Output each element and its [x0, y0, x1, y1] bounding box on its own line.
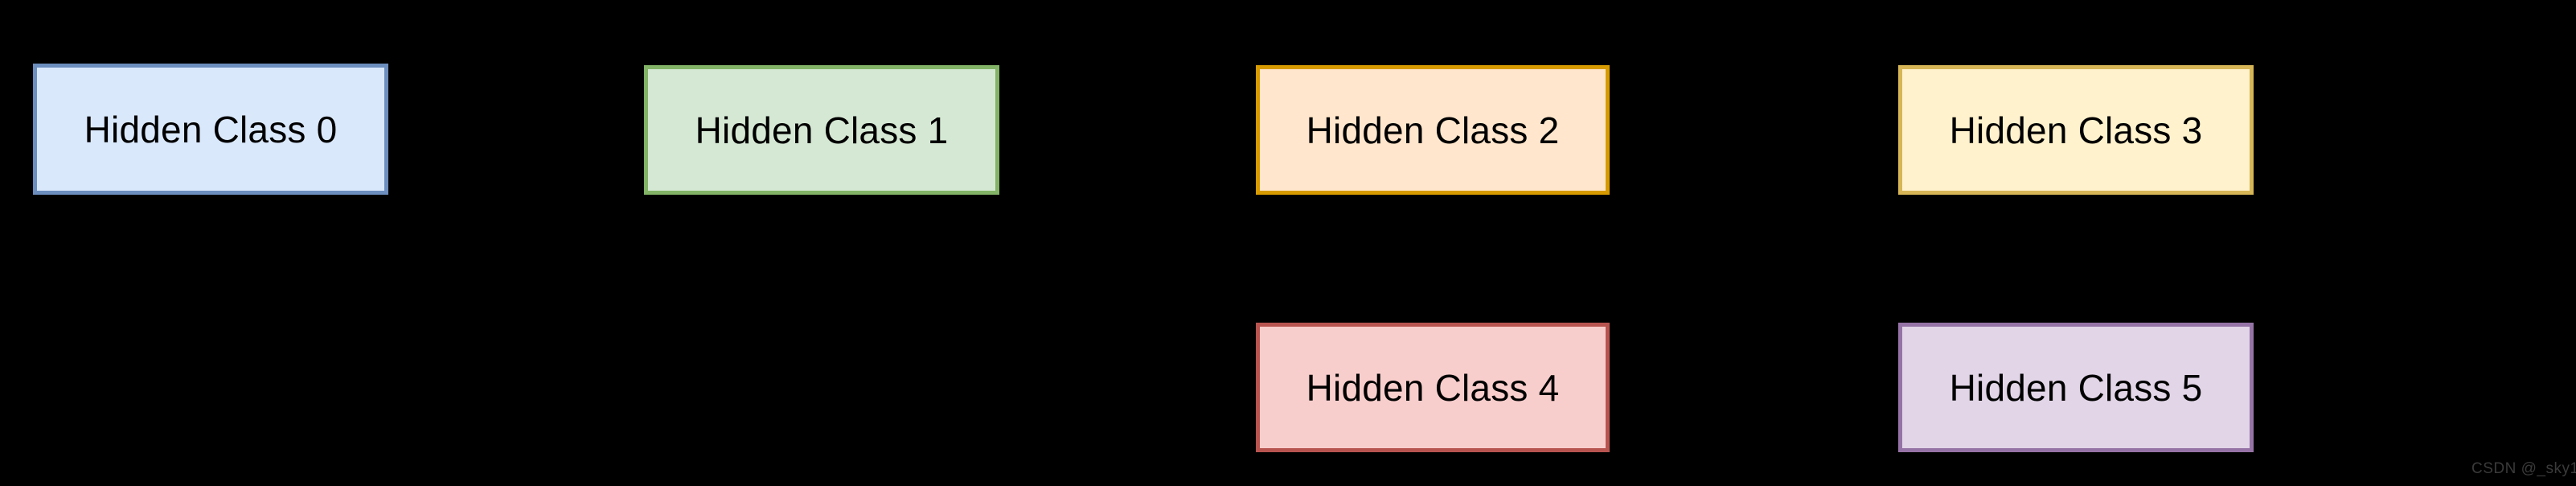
node-hidden-class-1[interactable]: Hidden Class 1 — [644, 65, 999, 195]
node-label: Hidden Class 2 — [1306, 109, 1560, 151]
node-label: Hidden Class 3 — [1949, 109, 2203, 151]
node-hidden-class-0[interactable]: Hidden Class 0 — [33, 64, 388, 195]
node-label: Hidden Class 5 — [1949, 366, 2203, 409]
node-label: Hidden Class 4 — [1306, 366, 1560, 409]
node-hidden-class-5[interactable]: Hidden Class 5 — [1898, 323, 2254, 452]
node-hidden-class-2[interactable]: Hidden Class 2 — [1256, 65, 1610, 195]
node-hidden-class-4[interactable]: Hidden Class 4 — [1256, 323, 1610, 452]
node-hidden-class-3[interactable]: Hidden Class 3 — [1898, 65, 2254, 195]
node-label: Hidden Class 1 — [695, 109, 949, 151]
watermark-text: CSDN @_sky123_ — [2471, 460, 2576, 477]
node-label: Hidden Class 0 — [84, 108, 338, 150]
